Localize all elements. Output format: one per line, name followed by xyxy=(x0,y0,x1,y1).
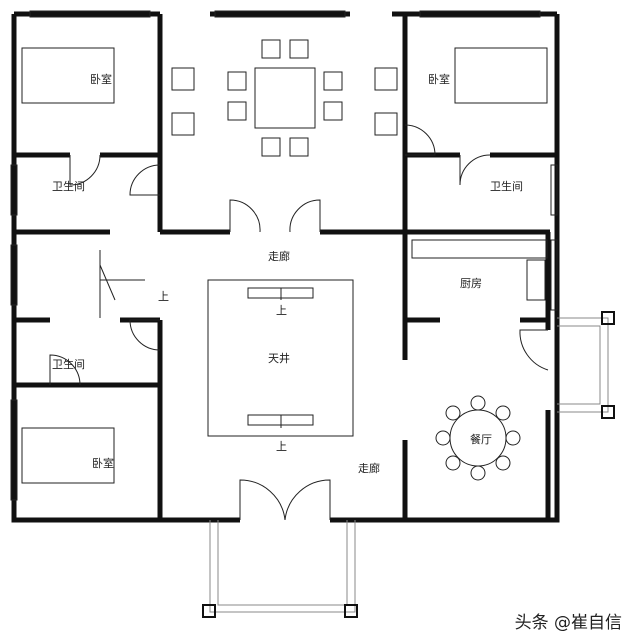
label-courtyard: 天井 xyxy=(268,351,290,365)
windows xyxy=(10,10,558,501)
stairs xyxy=(99,250,145,318)
label-corridor-1: 走廊 xyxy=(268,249,290,263)
label-bedroom-1: 卧室 xyxy=(90,72,112,86)
dining-table-hall xyxy=(254,67,316,129)
label-dining: 餐厅 xyxy=(470,432,492,446)
furniture xyxy=(21,39,548,484)
label-bathroom-2: 卫生间 xyxy=(490,179,523,193)
label-bathroom-3: 卫生间 xyxy=(52,357,85,371)
credit-watermark: 头条 @崔自信 xyxy=(514,613,622,633)
label-bedroom-3: 卧室 xyxy=(92,456,114,470)
porches xyxy=(202,311,615,618)
bed-top-left xyxy=(21,47,115,104)
label-up-2: 上 xyxy=(276,440,287,453)
bed-top-right xyxy=(454,47,548,104)
label-corridor-2: 走廊 xyxy=(358,461,380,475)
label-up-stairs: 上 xyxy=(158,290,169,303)
label-kitchen: 厨房 xyxy=(460,277,482,290)
label-up-1: 上 xyxy=(276,304,287,317)
doors xyxy=(49,124,549,521)
bed-bottom-left xyxy=(21,427,115,484)
walls xyxy=(11,11,560,523)
label-bathroom-1: 卫生间 xyxy=(52,179,85,193)
labels: 卧室 卧室 卧室 卫生间 卫生间 卫生间 走廊 走廊 天井 厨房 餐厅 上 上 … xyxy=(52,72,523,475)
courtyard xyxy=(207,279,354,437)
kitchen-counter xyxy=(411,239,548,259)
label-bedroom-2: 卧室 xyxy=(428,72,450,86)
